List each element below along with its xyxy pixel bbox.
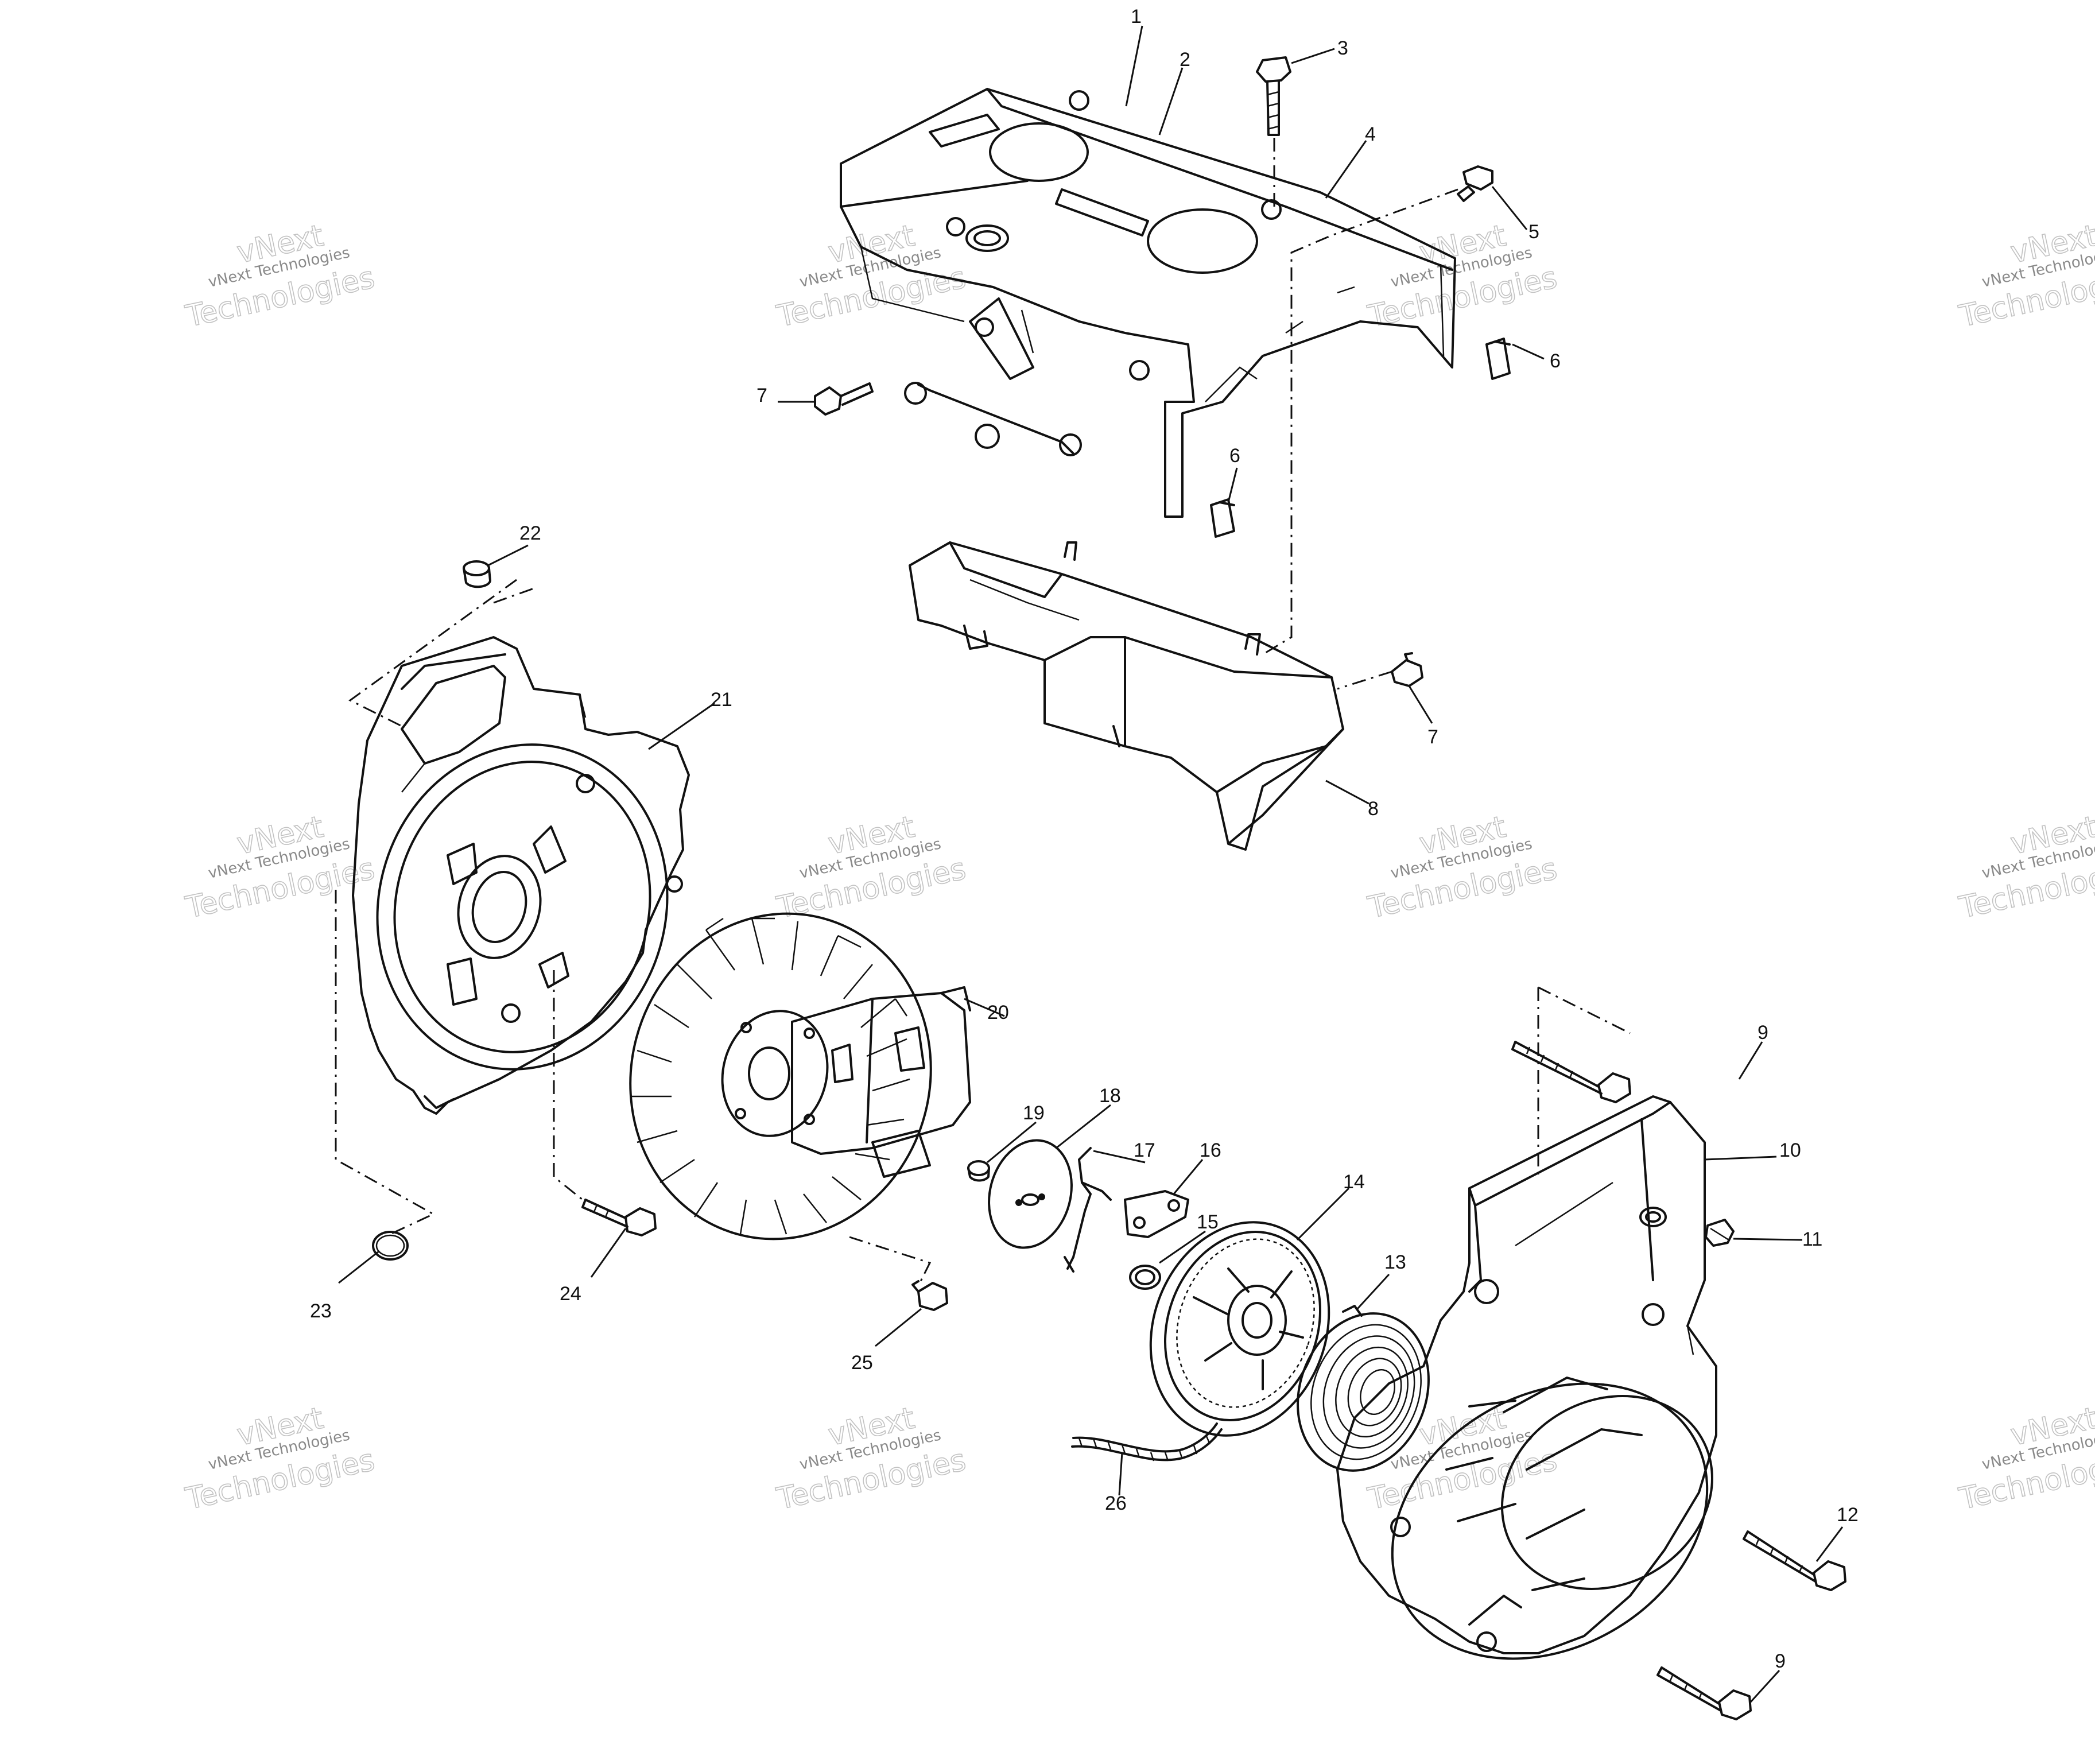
bolt-7a xyxy=(814,382,874,416)
watermark: vNext Technologies vNext Technologies xyxy=(1364,1401,1561,1517)
bolt-25 xyxy=(911,1280,948,1311)
bolt-12 xyxy=(1743,1530,1846,1591)
callout-5: 5 xyxy=(1528,221,1539,243)
callout-6: 6 xyxy=(1229,445,1240,467)
pawl-16 xyxy=(1124,1190,1189,1238)
flywheel-fan-20 xyxy=(629,912,971,1240)
leader-lines xyxy=(338,25,1844,1703)
callout-7: 7 xyxy=(1427,726,1438,748)
watermark: vNext Technologies vNext Technologies xyxy=(1956,218,2095,335)
assembly-lines xyxy=(335,138,1631,1286)
callout-24: 24 xyxy=(560,1283,581,1305)
watermark: vNext Technologies vNext Technologies xyxy=(1956,809,2095,926)
rubber-pad-6b xyxy=(1210,498,1235,538)
callout-10: 10 xyxy=(1779,1139,1801,1161)
watermark: vNext Technologies vNext Technologies xyxy=(182,1401,378,1517)
callout-17: 17 xyxy=(1134,1139,1155,1161)
bolt-3 xyxy=(1256,56,1291,136)
air-duct-8 xyxy=(909,541,1344,851)
bolt-11 xyxy=(1705,1219,1735,1247)
recoil-spring-13 xyxy=(1297,1305,1430,1472)
watermark: vNext Technologies vNext Technologies xyxy=(1364,809,1561,926)
callout-18: 18 xyxy=(1099,1085,1121,1107)
watermark-layer: vNext Technologies vNext Technologies vN… xyxy=(182,218,2095,1517)
recoil-pulley-14 xyxy=(1149,1221,1330,1437)
watermark: vNext Technologies vNext Technologies xyxy=(1956,1401,2095,1517)
callout-8: 8 xyxy=(1368,798,1379,820)
callout-14: 14 xyxy=(1343,1171,1365,1193)
o-ring-23 xyxy=(372,1231,409,1261)
spring-17 xyxy=(1064,1147,1112,1273)
bolt-5 xyxy=(1457,165,1493,202)
callout-23: 23 xyxy=(310,1300,332,1322)
bolt-24 xyxy=(581,1199,657,1236)
top-housing-cover xyxy=(840,88,1456,518)
recoil-housing-10 xyxy=(1336,1095,1717,1660)
bolt-9b xyxy=(1656,1666,1752,1720)
callout-7: 7 xyxy=(756,385,767,406)
callout-12: 12 xyxy=(1837,1504,1859,1526)
callout-11: 11 xyxy=(1802,1228,1822,1250)
plate-18 xyxy=(988,1139,1073,1249)
watermark: vNext Technologies vNext Technologies xyxy=(182,218,378,335)
callout-15: 15 xyxy=(1197,1211,1219,1233)
callout-16: 16 xyxy=(1200,1139,1221,1161)
starter-rope-26 xyxy=(1071,1422,1223,1461)
rubber-pad-6a xyxy=(1485,338,1511,380)
callout-4: 4 xyxy=(1365,123,1376,145)
callout-13: 13 xyxy=(1384,1251,1406,1273)
callout-2: 2 xyxy=(1180,49,1190,71)
ring-15 xyxy=(1129,1265,1161,1290)
callout-20: 20 xyxy=(987,1002,1009,1023)
callout-3: 3 xyxy=(1337,37,1348,59)
callout-22: 22 xyxy=(519,522,541,544)
callout-19: 19 xyxy=(1023,1102,1045,1124)
callout-9: 9 xyxy=(1775,1650,1786,1672)
watermark: vNext Technologies vNext Technologies xyxy=(773,1401,969,1517)
sleeve-22 xyxy=(463,560,491,588)
callout-21: 21 xyxy=(711,689,732,711)
callout-9: 9 xyxy=(1758,1022,1768,1044)
callout-6: 6 xyxy=(1550,350,1561,372)
callout-labels: 1 2 3 4 5 6 6 7 7 8 9 9 10 11 12 13 14 1… xyxy=(310,6,1859,1672)
watermark: vNext Technologies vNext Technologies xyxy=(773,809,969,926)
callout-1: 1 xyxy=(1131,6,1142,28)
callout-25: 25 xyxy=(851,1352,873,1374)
fan-housing-21 xyxy=(352,636,690,1115)
bolt-7b xyxy=(1391,652,1423,687)
bolt-9a xyxy=(1511,1041,1631,1103)
callout-26: 26 xyxy=(1105,1492,1127,1514)
nut-19 xyxy=(967,1160,990,1182)
watermark: vNext Technologies vNext Technologies xyxy=(182,809,378,926)
